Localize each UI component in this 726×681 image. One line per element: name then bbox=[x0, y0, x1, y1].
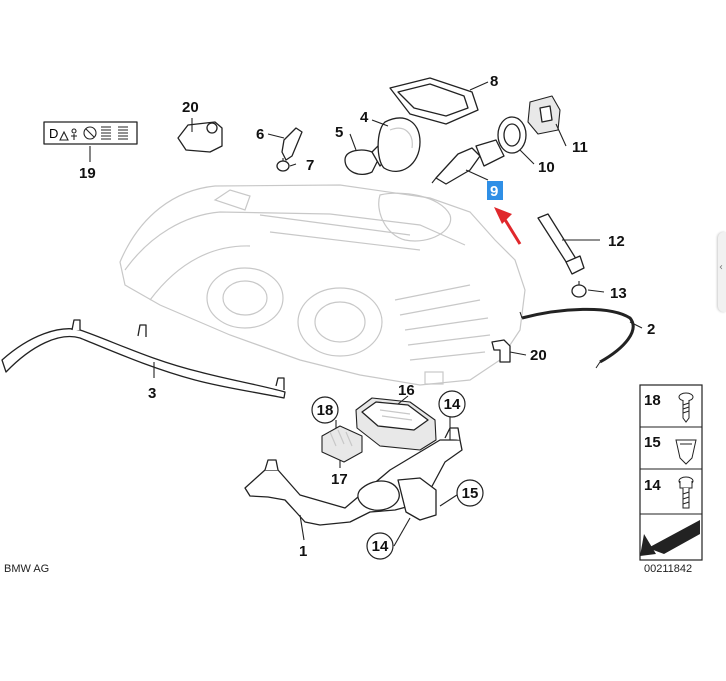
bulb-socket-part bbox=[281, 127, 303, 161]
label-part-18: 18 bbox=[317, 402, 334, 419]
igniter-part bbox=[527, 95, 561, 135]
label-part-3: 3 bbox=[148, 385, 156, 402]
legend-label-15: 15 bbox=[644, 434, 661, 451]
fastener-legend: 18 15 14 bbox=[639, 384, 703, 561]
label-part-11: 11 bbox=[572, 139, 588, 156]
label-part-2: 2 bbox=[647, 321, 655, 338]
circled-label-18: 18 bbox=[311, 396, 339, 424]
warning-label-part: D bbox=[43, 121, 138, 145]
retaining-ring-part bbox=[497, 116, 527, 154]
label-part-5: 5 bbox=[335, 124, 343, 141]
label-part-10: 10 bbox=[538, 159, 555, 176]
warning-label-text: D bbox=[49, 126, 58, 141]
label-part-9: 9 bbox=[490, 183, 498, 200]
label-part-7: 7 bbox=[306, 157, 314, 174]
label-part-1: 1 bbox=[299, 543, 307, 560]
label-part-17: 17 bbox=[331, 471, 348, 488]
label-part-20-top: 20 bbox=[182, 99, 199, 116]
legend-label-14: 14 bbox=[644, 477, 661, 494]
clip-part-right bbox=[491, 339, 511, 363]
trim-strip-part bbox=[1, 319, 286, 399]
chevron-left-icon: ‹ bbox=[719, 262, 723, 273]
circled-label-14-bottom: 14 bbox=[366, 532, 394, 560]
side-marker-socket-part bbox=[537, 213, 585, 275]
circled-label-14-top: 14 bbox=[438, 390, 466, 418]
label-part-15: 15 bbox=[462, 485, 479, 502]
connector-part bbox=[321, 425, 363, 463]
screw-icon bbox=[678, 392, 694, 423]
leader-lines bbox=[89, 81, 643, 547]
small-bulb-part bbox=[276, 158, 290, 172]
label-part-12: 12 bbox=[608, 233, 625, 250]
label-part-16: 16 bbox=[398, 382, 415, 399]
label-part-6: 6 bbox=[256, 126, 264, 143]
circled-label-15: 15 bbox=[456, 479, 484, 507]
legend-label-18: 18 bbox=[644, 392, 661, 409]
side-panel-handle[interactable]: ‹ bbox=[718, 232, 726, 312]
xenon-bulb-part bbox=[431, 139, 505, 185]
control-unit-part bbox=[355, 397, 437, 451]
label-part-13: 13 bbox=[610, 285, 627, 302]
holder-part-top bbox=[177, 121, 223, 153]
hex-bolt-icon bbox=[678, 476, 694, 509]
label-part-19: 19 bbox=[79, 165, 96, 182]
brand-footer: BMW AG bbox=[4, 563, 49, 575]
label-part-14-top: 14 bbox=[444, 396, 461, 413]
clip-nut-icon bbox=[675, 439, 697, 465]
cable-part bbox=[519, 307, 635, 369]
direction-arrow-icon bbox=[640, 520, 700, 556]
frame-gasket-part bbox=[389, 77, 479, 125]
headlight-housing-ghost bbox=[119, 184, 526, 386]
side-marker-bulb-part bbox=[571, 281, 587, 298]
highlight-badge bbox=[487, 181, 503, 200]
cover-cap-part bbox=[377, 117, 421, 173]
label-part-14-bottom: 14 bbox=[372, 538, 389, 555]
highlight-arrow-icon bbox=[494, 207, 522, 245]
diagram-code: 00211842 bbox=[644, 563, 692, 575]
label-part-20-right: 20 bbox=[530, 347, 547, 364]
label-part-4: 4 bbox=[360, 109, 369, 126]
label-part-8: 8 bbox=[490, 73, 498, 90]
bracket-part bbox=[244, 427, 463, 526]
